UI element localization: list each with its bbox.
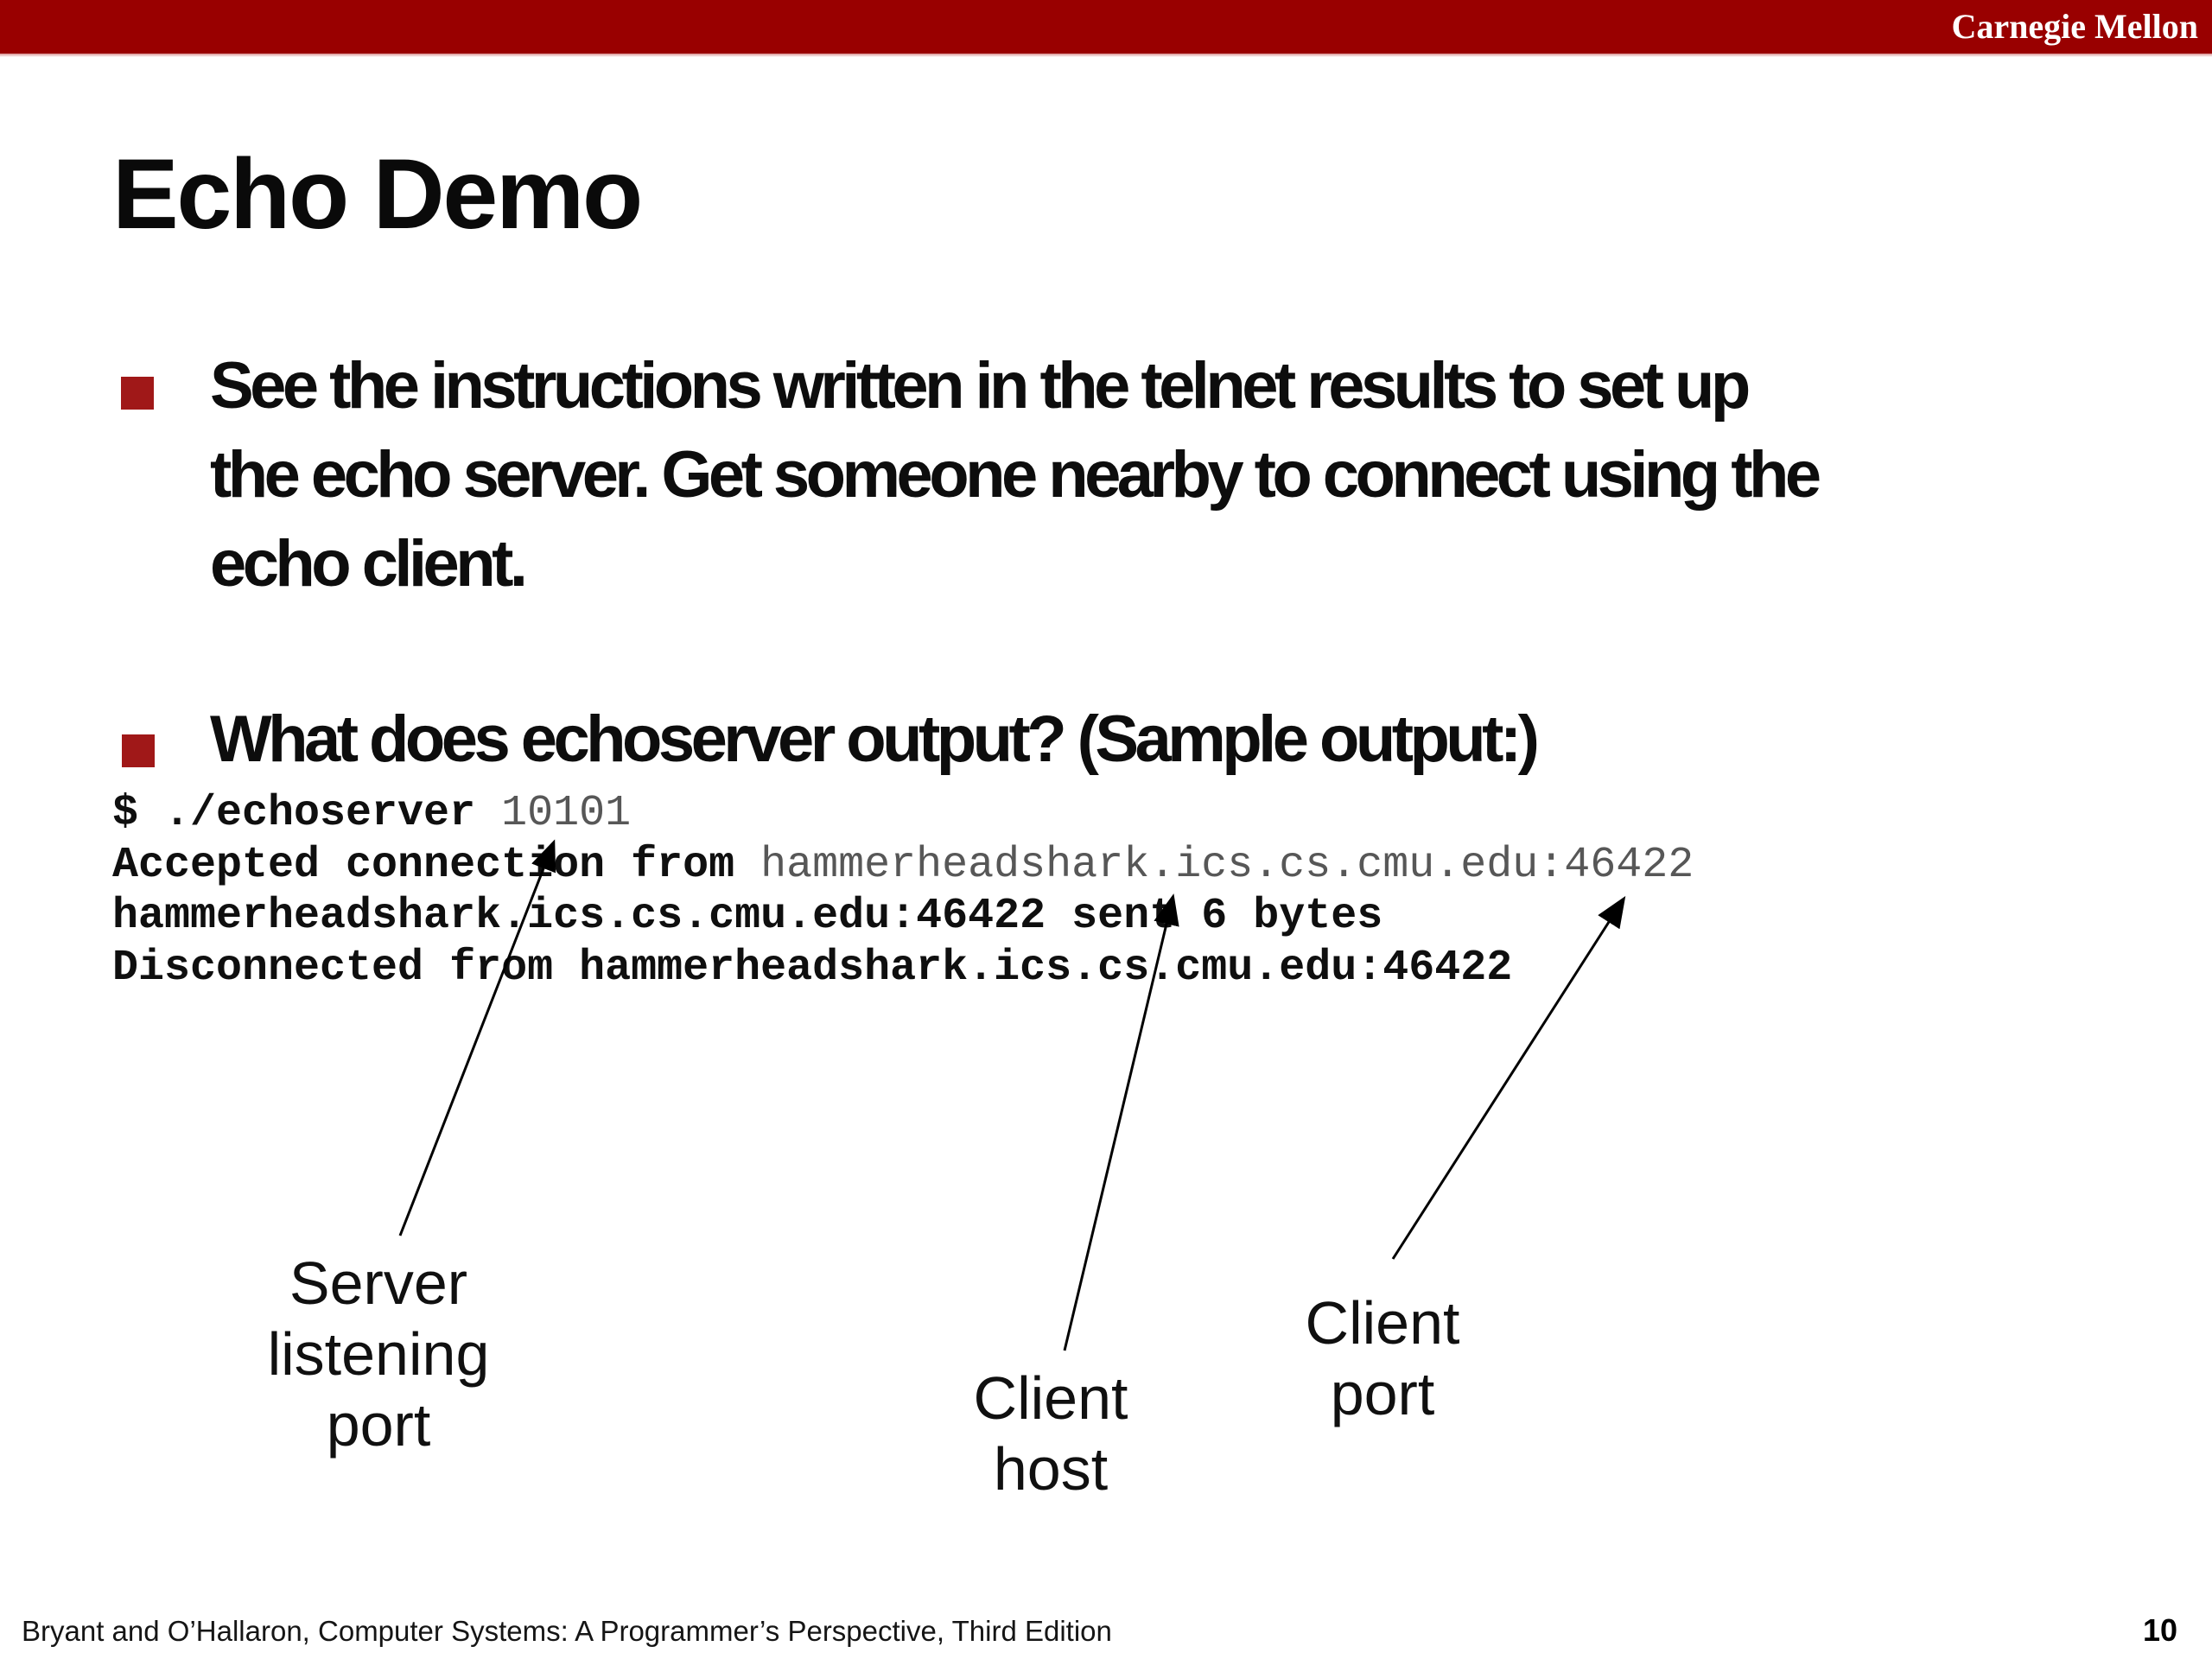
bullet-text-line: the echo server. Get someone nearby to c… — [210, 438, 1821, 512]
terminal-line-accepted: Accepted connection from hammerheadshark… — [112, 840, 1694, 892]
bullet-item-sample-output: What does echoserver output? (Sample out… — [210, 696, 1540, 783]
terminal-command-text: $ ./echoserver — [112, 789, 502, 838]
header-bar-edge — [0, 54, 2212, 57]
page-number: 10 — [2142, 1612, 2177, 1648]
terminal-line-disconnected: Disconnected from hammerheadshark.ics.cs… — [112, 943, 1694, 995]
label-line: listening — [267, 1320, 490, 1388]
label-line: port — [1330, 1360, 1435, 1427]
label-line: Client — [1305, 1289, 1460, 1357]
terminal-client-endpoint: hammerheadshark.ics.cs.cmu.edu:46422 — [760, 840, 1694, 890]
label-line: Client — [973, 1364, 1128, 1432]
bullet-item-instructions: See the instructions written in the teln… — [210, 341, 1821, 608]
footer-citation: Bryant and O’Hallaron, Computer Systems:… — [22, 1615, 1112, 1647]
bullet-text-line: echo client. — [210, 527, 528, 601]
bullet-marker — [122, 734, 155, 767]
bullet-marker — [121, 377, 154, 410]
terminal-accepted-text: Accepted connection from — [112, 840, 761, 890]
label-server-listening-port: Server listening port — [249, 1248, 508, 1460]
label-line: Server — [289, 1249, 468, 1317]
brand-text: Carnegie Mellon — [1951, 7, 2199, 46]
terminal-sent-text: hammerheadshark.ics.cs.cmu.edu:46422 sen… — [112, 892, 1383, 941]
label-line: port — [326, 1391, 431, 1459]
slide-footer: Bryant and O’Hallaron, Computer Systems:… — [22, 1612, 2177, 1649]
header-bar: Carnegie Mellon — [0, 0, 2212, 54]
terminal-line-sent: hammerheadshark.ics.cs.cmu.edu:46422 sen… — [112, 891, 1694, 943]
terminal-line-command: $ ./echoserver 10101 — [112, 788, 1694, 840]
terminal-disconnected-text: Disconnected from hammerheadshark.ics.cs… — [112, 943, 1513, 993]
bullet-text-line: See the instructions written in the teln… — [210, 349, 1751, 423]
label-client-port: Client port — [1253, 1287, 1512, 1429]
bullet-text-line: What does echoserver output? (Sample out… — [210, 702, 1540, 776]
label-client-host: Client host — [921, 1363, 1180, 1504]
terminal-port-arg: 10101 — [501, 789, 632, 838]
terminal-output: $ ./echoserver 10101 Accepted connection… — [112, 788, 1694, 994]
slide-title: Echo Demo — [112, 139, 643, 250]
label-line: host — [993, 1435, 1109, 1503]
